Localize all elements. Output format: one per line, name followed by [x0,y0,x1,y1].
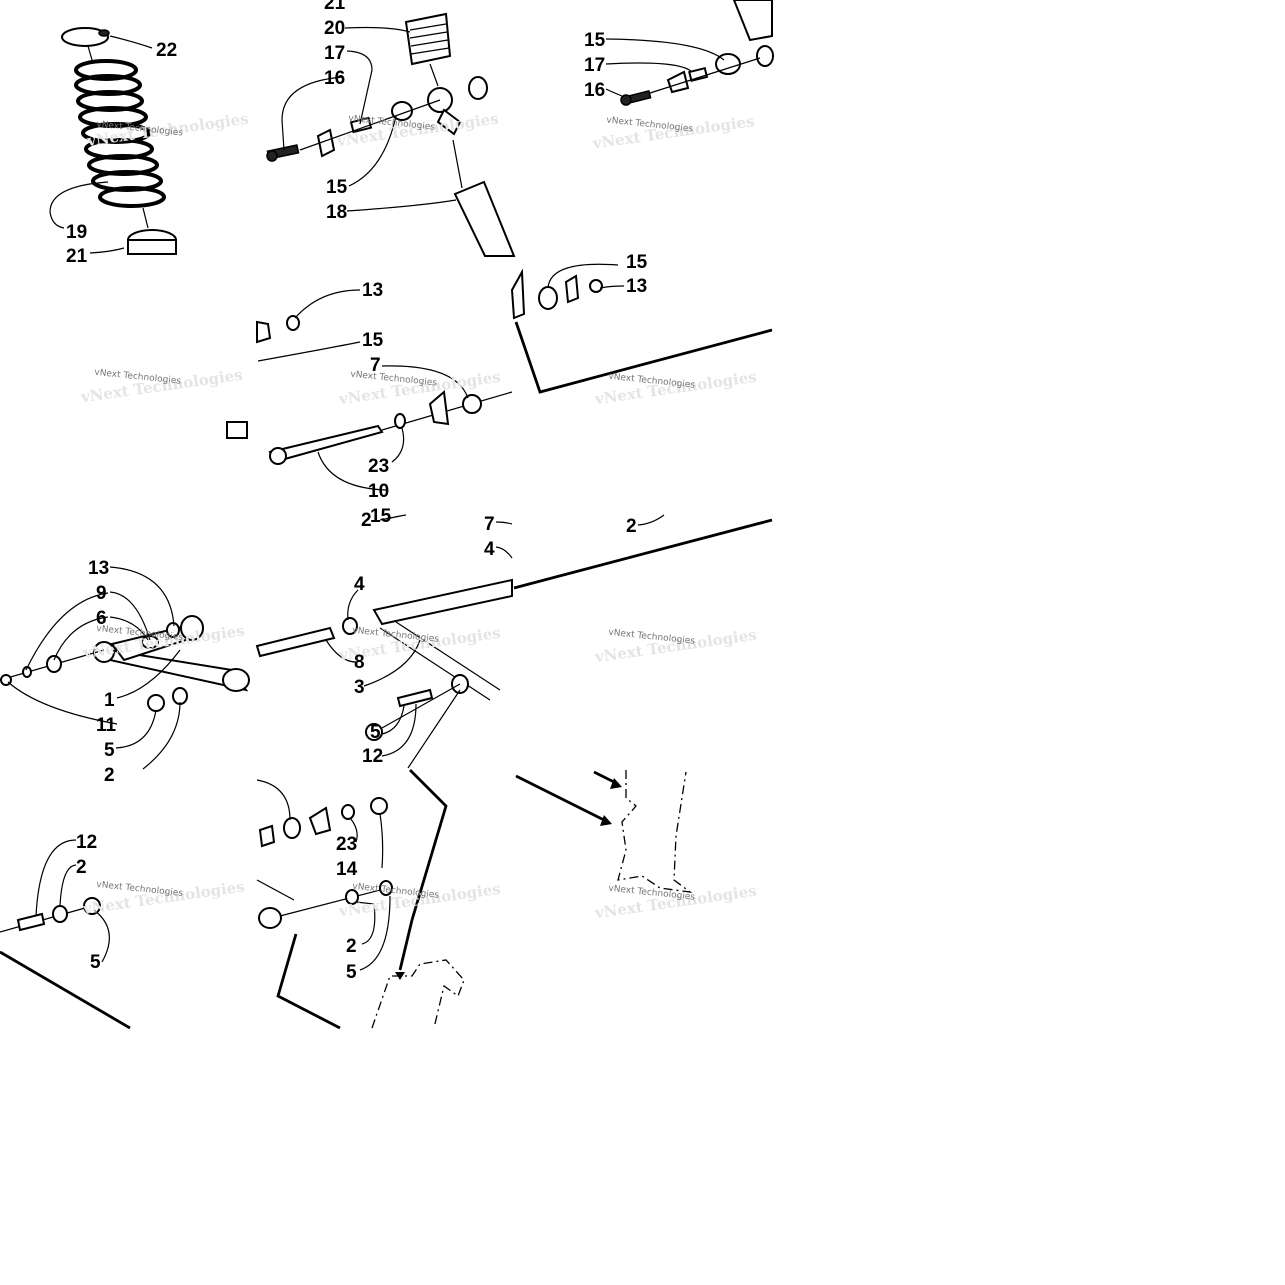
watermarks: vNext Technologies vNext Technologies vN… [79,109,758,922]
shock-upper-assembly [266,12,516,257]
callout-label: 21 [324,0,346,14]
callout-label: 12 [76,832,97,853]
callout-label: 23 [368,456,389,477]
callout-label: 5 [370,722,381,743]
rod-and-bolt [226,315,513,465]
callout-label: 14 [336,859,358,880]
callout-label: 15 [326,177,348,198]
callout-label: 13 [362,280,383,301]
callout-label: 12 [362,746,383,767]
callout-label: 1 [104,690,115,711]
frame-segment-lower-left [0,897,131,1030]
callout-label: 18 [326,202,347,223]
callout-label: 7 [370,355,381,376]
callout-label: 11 [96,715,117,736]
callout-label: 5 [104,740,115,761]
callout-label: 13 [626,276,647,297]
callout-label: 22 [156,40,177,61]
frame-bracket-right [515,770,693,893]
callout-label: 15 [370,506,392,527]
callout-label: 15 [584,30,606,51]
callout-numbers: 22 19 21 21 20 17 16 15 18 15 17 16 13 1… [66,0,648,983]
callout-label: 4 [484,539,495,560]
callout-label: 6 [96,608,107,629]
callout-label: 8 [354,652,365,673]
callout-label: 3 [354,677,365,698]
callout-label: 16 [584,80,605,101]
callout-label: 15 [626,252,648,273]
callout-label: 20 [324,18,345,39]
callout-label: 17 [324,43,345,64]
callout-label: 2 [104,765,115,786]
leader-lines [7,26,725,971]
frame-segment-lower [256,769,465,1030]
callout-label: 4 [354,574,365,595]
callout-label: 23 [336,834,357,855]
frame-segment-middle [513,518,773,590]
callout-label: 17 [584,55,605,76]
callout-label: 2 [361,510,372,531]
callout-label: 5 [346,962,357,983]
callout-label: 7 [484,514,495,535]
spring-assembly [61,27,177,255]
frame-segment-upper [510,268,773,394]
callout-label: 13 [88,558,109,579]
a-arm-assembly [0,615,250,712]
callout-label: 5 [90,952,101,973]
callout-label: 16 [324,68,345,89]
callout-label: 2 [626,516,637,537]
shock-lower-assembly [620,0,774,106]
callout-label: 9 [96,583,107,604]
callout-label: 2 [346,936,357,957]
callout-label: 2 [76,857,87,878]
callout-label: 19 [66,222,87,243]
callout-label: 21 [66,246,88,267]
callout-label: 10 [368,481,389,502]
callout-label: 15 [362,330,384,351]
cross-shaft-assembly [255,578,513,741]
